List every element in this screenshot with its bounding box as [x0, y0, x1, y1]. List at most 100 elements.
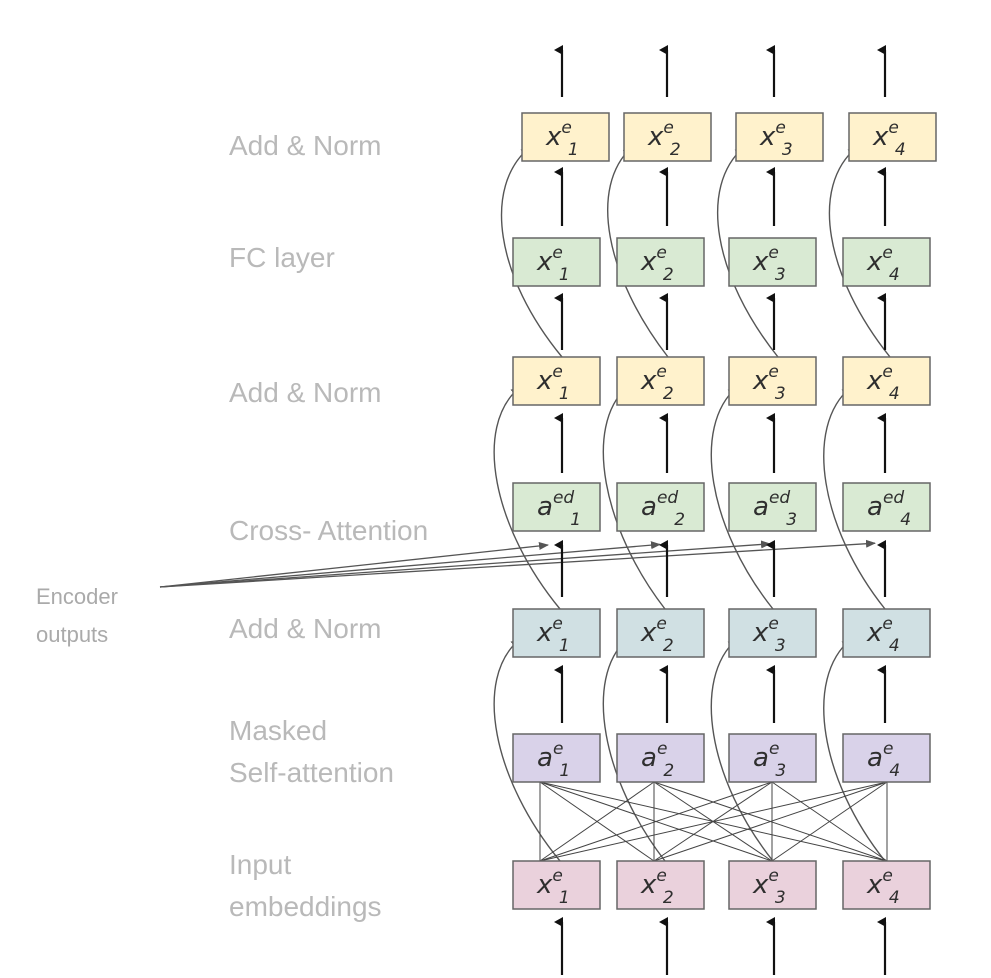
label-fc-layer: FC layer	[229, 242, 335, 273]
residual-connection	[828, 146, 891, 358]
attention-link	[653, 781, 888, 862]
add-norm-bottom-box	[728, 608, 817, 658]
label-cross-attention: Cross- Attention	[229, 515, 428, 546]
input-embeddings-box	[512, 860, 601, 910]
add-norm-top-box	[848, 112, 937, 162]
residual-connection	[602, 386, 666, 610]
add-norm-top-box	[735, 112, 824, 162]
attention-link	[771, 781, 888, 862]
residual-connection	[493, 638, 561, 862]
input-embeddings-box	[728, 860, 817, 910]
residual-connection	[823, 386, 886, 610]
label-encoder-line2: outputs	[36, 622, 108, 647]
residual-connection	[716, 146, 779, 358]
label-add-norm-bottom: Add & Norm	[229, 613, 382, 644]
encoder-output-line	[159, 541, 661, 588]
cross-attention-box	[728, 482, 817, 532]
input-embeddings-box	[616, 860, 705, 910]
fc-layer-box	[616, 237, 705, 287]
residual-connection	[607, 146, 669, 358]
add-norm-mid-box	[842, 356, 931, 406]
label-input-line2: embeddings	[229, 891, 382, 922]
fc-layer-box	[512, 237, 601, 287]
add-norm-mid-box	[728, 356, 817, 406]
label-add-norm-top: Add & Norm	[229, 130, 382, 161]
add-norm-mid-box	[512, 356, 601, 406]
residual-connection	[500, 146, 563, 358]
encoder-output-line	[159, 541, 549, 588]
residual-connection	[602, 638, 666, 862]
label-encoder-line1: Encoder	[36, 584, 118, 609]
attention-link	[539, 781, 655, 862]
attention-link	[539, 781, 888, 862]
add-norm-mid-box	[616, 356, 705, 406]
connector-layer	[159, 146, 891, 862]
masked-self-attention-box	[728, 733, 817, 783]
add-norm-bottom-box	[616, 608, 705, 658]
label-masked-line2: Self-attention	[229, 757, 394, 788]
cross-attention-box	[512, 482, 601, 532]
masked-self-attention-box	[616, 733, 705, 783]
cross-attention-box	[842, 482, 931, 532]
label-masked-line1: Masked	[229, 715, 327, 746]
fc-layer-box	[842, 237, 931, 287]
residual-connection	[493, 386, 561, 610]
masked-self-attention-box	[512, 733, 601, 783]
arrow-layer	[554, 45, 887, 975]
attention-link	[539, 781, 773, 862]
label-input-line1: Input	[229, 849, 291, 880]
cross-attention-box	[616, 482, 705, 532]
add-norm-top-box	[521, 112, 610, 162]
